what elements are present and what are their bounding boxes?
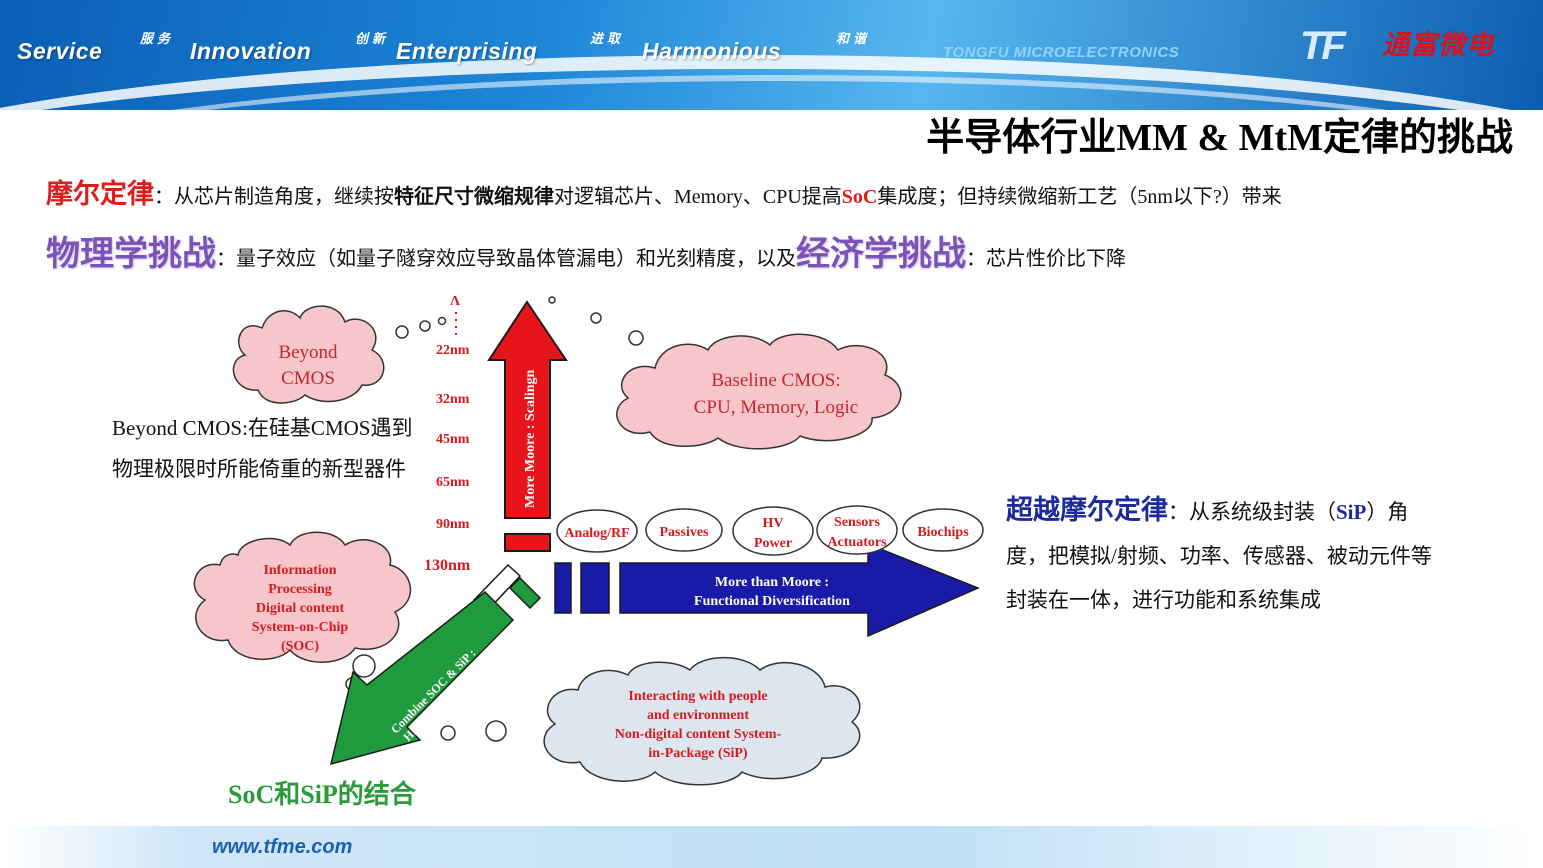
node-22nm: 22nm [436,343,470,358]
soc-sip-combination: SoC和SiP的结合 [228,780,416,809]
thought-bubble [628,330,644,346]
cloud-interact-line3: Non-digital content System- [615,727,782,742]
oval-analog-rf: Analog/RF [556,509,638,553]
thought-bubble [352,654,376,678]
motto-harmonious: Harmonious [642,38,782,64]
oval-hv-label: HV [763,516,784,531]
more-moore-arrow: More Moore : Scalingn [487,300,568,552]
oval-biochips: Biochips [902,508,984,552]
node-90nm: 90nm [436,517,470,532]
oval-actuators-label: Actuators [827,535,887,550]
cloud-interacting: Interacting with people and environment … [543,656,861,786]
economics-challenge-text: ：芯片性价比下降 [966,248,1126,270]
cloud-information-processing: Information Processing Digital content S… [193,531,412,663]
oval-passives-label: Passives [660,525,710,540]
cloud-info-line4: System-on-Chip [252,620,349,635]
more-than-moore-description: 超越摩尔定律：从系统级封装（SiP）角度，把模拟/射频、功率、传感器、被动元件等… [1006,488,1446,622]
moore-law-head: 摩尔定律 [46,179,154,209]
banner-arc-thin [0,75,1543,110]
oval-hv-power: HV Power [732,506,814,556]
moore-part1: 从芯片制造角度，继续按 [174,186,394,208]
node-65nm: 65nm [436,475,470,490]
node-130nm: 130nm [424,557,471,574]
thought-bubble [395,325,409,339]
cloud-interact-line2: and environment [647,708,749,723]
more-moore-label: More Moore : Scalingn [523,369,538,508]
cloud-beyond-line2: CMOS [281,368,335,389]
oval-biochips-label: Biochips [917,525,969,540]
thought-bubble [440,725,456,741]
cloud-baseline-line1: Baseline CMOS: [711,370,840,391]
footer-band [0,826,1543,868]
footer-website-link[interactable]: www.tfme.com [212,836,353,858]
mtm-text1: ：从系统级封装（ [1168,500,1336,524]
brand-name-en: TONGFU MICROELECTRONICS [943,44,1180,61]
physics-challenge-text: ：量子效应（如量子隧穿效应导致晶体管漏电）和光刻精度，以及 [216,248,796,270]
logo-tf-mark: TF [1300,24,1346,68]
moore-part2: 对逻辑芯片、Memory、CPU提高 [554,186,842,208]
moore-challenges: 物理学挑战：量子效应（如量子隧穿效应导致晶体管漏电）和光刻精度，以及经济学挑战：… [46,226,1126,275]
moore-colon: ： [154,186,174,208]
moore-part3: 集成度；但持续微缩新工艺（5nm以下?）带来 [877,186,1282,208]
thought-bubble [590,312,602,324]
cloud-beyond-cmos: Beyond CMOS [232,305,385,404]
motto-innovation: Innovation [190,38,312,64]
mtm-head: 超越摩尔定律 [1006,495,1168,525]
motto-service: Service [17,38,103,64]
mtm-text2: ）角度，把模拟/射频、功率、传感器、被动元件等封装在一体，进行功能和系统集成 [1006,500,1432,612]
node-top-marker: Λ [450,294,460,309]
company-logo: TF 通富微电 [1300,24,1510,68]
cloud-baseline-line2: CPU, Memory, Logic [694,397,858,418]
cloud-interact-line1: Interacting with people [628,689,767,704]
motto-harmonious-cn: 和谐 [836,32,871,47]
cloud-beyond-line1: Beyond [278,342,338,363]
slide-title: 半导体行业MM & MtM定律的挑战 [926,117,1513,159]
more-than-moore-label-1: More than Moore : [715,575,829,590]
cloud-info-line5: (SOC) [281,639,319,654]
oval-sensors-actuators: Sensors Actuators [816,505,898,555]
mtm-sip: SiP [1336,500,1367,524]
cloud-interact-line4: in-Package (SiP) [648,746,747,761]
thought-bubble [485,720,507,742]
oval-passives: Passives [645,508,723,552]
cloud-info-line2: Processing [268,582,332,597]
cloud-baseline-cmos: Baseline CMOS: CPU, Memory, Logic [616,333,902,450]
motto-enterprising: Enterprising [396,38,538,64]
oval-analog-rf-label: Analog/RF [564,526,629,541]
moore-soc: SoC [841,186,878,208]
motto-innovation-cn: 创新 [355,32,390,47]
header-banner: Service 服务 Innovation 创新 Enterprising 进取… [0,0,1543,110]
economics-challenge-head: 经济学挑战 [796,236,966,273]
thought-bubble [548,296,556,304]
cloud-info-line1: Information [263,563,336,578]
moore-law-intro: 摩尔定律：从芯片制造角度，继续按特征尺寸微缩规律对逻辑芯片、Memory、CPU… [46,172,1282,211]
thought-bubble [419,320,431,332]
more-than-moore-arrow: More than Moore : Functional Diversifica… [554,542,980,638]
node-45nm: 45nm [436,432,470,447]
logo-cn-text: 通富微电 [1382,30,1494,61]
beyond-cmos-description: Beyond CMOS:在硅基CMOS遇到物理极限时所能倚重的新型器件 [112,416,413,481]
motto-enterprising-cn: 进取 [590,32,625,47]
node-32nm: 32nm [436,392,470,407]
physics-challenge-head: 物理学挑战 [46,236,216,273]
thought-bubble [437,316,447,326]
oval-power-label: Power [754,536,792,551]
more-than-moore-label-2: Functional Diversification [694,594,850,609]
moore-bold: 特征尺寸微缩规律 [394,186,554,208]
motto-service-cn: 服务 [140,32,175,47]
cloud-info-line3: Digital content [256,601,345,616]
oval-sensors-label: Sensors [834,515,880,530]
